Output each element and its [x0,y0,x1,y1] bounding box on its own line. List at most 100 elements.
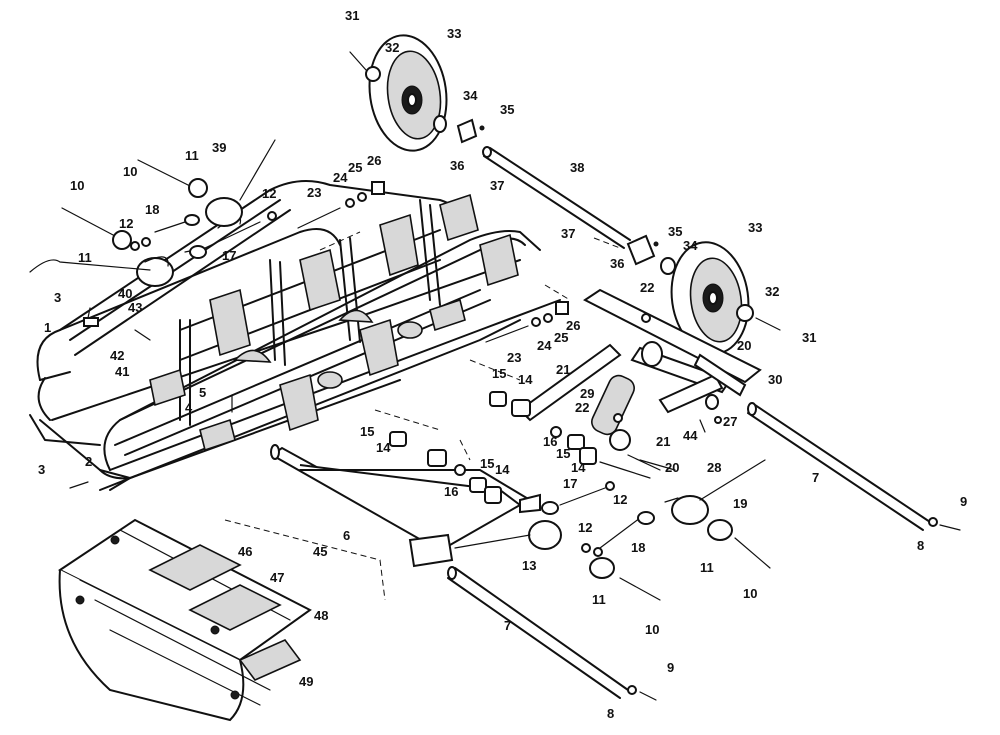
callout-26: 26 [566,318,580,333]
callout-1: 1 [44,320,51,335]
callout-36: 36 [610,256,624,271]
callout-38: 38 [570,160,584,175]
callout-11: 11 [700,560,714,575]
callout-22: 22 [640,280,654,295]
callout-23: 23 [507,350,521,365]
callout-41: 41 [115,364,129,379]
callout-15: 15 [360,424,374,439]
callout-40: 40 [118,286,132,301]
frame-cross-members [149,193,519,452]
spring-39 [205,139,276,229]
callout-46: 46 [238,544,252,559]
callout-29: 29 [580,386,594,401]
callout-7: 7 [504,618,511,633]
callout-37: 37 [490,178,504,193]
callout-4: 4 [185,400,193,415]
callout-39: 39 [212,140,226,155]
callout-33: 33 [447,26,461,41]
callout-30: 30 [768,372,782,387]
callout-43: 43 [128,300,142,315]
rear-swing-arm-6 [270,444,541,568]
callout-11: 11 [592,592,606,607]
rear-arm-assembly [518,288,762,479]
callout-28: 28 [707,460,721,475]
callout-11: 11 [185,148,199,163]
callout-45: 45 [313,544,327,559]
alignment-lines [319,231,571,461]
callout-24: 24 [537,338,552,353]
bolt-hardware [61,159,771,601]
callout-9: 9 [667,660,674,675]
callout-42: 42 [110,348,124,363]
callout-27: 27 [723,414,737,429]
spring-40 [29,256,174,287]
callout-14: 14 [376,440,391,455]
callout-7: 7 [812,470,819,485]
callout-5: 5 [199,385,206,400]
callout-11: 11 [78,250,92,265]
callout-25: 25 [554,330,568,345]
callout-33: 33 [748,220,762,235]
spring-13 [454,520,562,550]
idler-wheel-lower [670,241,750,355]
callout-14: 14 [495,462,510,477]
callout-13: 13 [522,558,536,573]
callout-16: 16 [444,484,458,499]
callout-10: 10 [645,622,659,637]
upper-wheel-hardware [349,51,485,144]
callout-24: 24 [333,170,348,185]
callout-49: 49 [299,674,313,689]
callout-47: 47 [270,570,284,585]
callout-34: 34 [463,88,478,103]
callout-18: 18 [145,202,159,217]
callout-32: 32 [385,40,399,55]
track-shield-assembly [58,518,386,722]
callout-22: 22 [575,400,589,415]
callout-14: 14 [518,372,533,387]
callout-9: 9 [960,494,967,509]
callout-20: 20 [665,460,679,475]
callout-21: 21 [556,362,570,377]
callout-20: 20 [737,338,751,353]
spacer-bushings [389,391,597,504]
callout-31: 31 [802,330,816,345]
callout-31: 31 [345,8,359,23]
callout-10: 10 [123,164,137,179]
callout-48: 48 [314,608,328,623]
callout-17: 17 [222,248,236,263]
callout-23: 23 [307,185,321,200]
callout-3: 3 [38,462,45,477]
callout-6: 6 [343,528,350,543]
callout-15: 15 [556,446,570,461]
callout-8: 8 [917,538,924,553]
callout-25: 25 [348,160,362,175]
callout-32: 32 [765,284,779,299]
lower-wheel-hardware [593,234,781,331]
rear-shaft-7-upper [747,402,961,531]
callout-35: 35 [500,102,514,117]
callout-10: 10 [70,178,84,193]
callout-19: 19 [733,496,747,511]
callout-10: 10 [743,586,757,601]
callout-21: 21 [656,434,670,449]
callout-44: 44 [683,428,698,443]
spring-19 [664,459,766,525]
callout-18: 18 [631,540,645,555]
callout-26: 26 [367,153,381,168]
callout-8: 8 [607,706,614,721]
callout-12: 12 [613,492,627,507]
callout-37: 37 [561,226,575,241]
callout-12: 12 [578,520,592,535]
callout-36: 36 [450,158,464,173]
callout-16: 16 [543,434,557,449]
frame-front-tips [29,414,131,491]
callout-15: 15 [492,366,506,381]
callout-2: 2 [85,454,92,469]
callout-35: 35 [668,224,682,239]
idler-axle-38 [482,146,631,249]
rear-shaft-7-lower [447,566,657,701]
callout-17: 17 [563,476,577,491]
callout-14: 14 [571,460,586,475]
